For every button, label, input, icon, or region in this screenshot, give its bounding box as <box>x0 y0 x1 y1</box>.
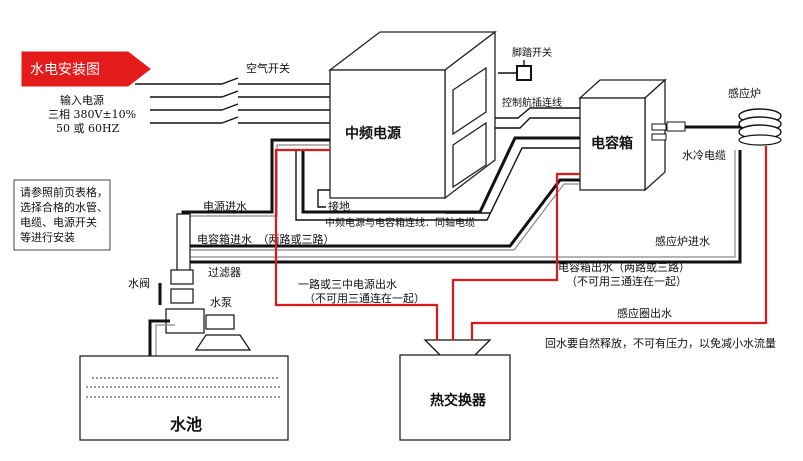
induction-coil-label: 感应炉 <box>728 86 761 100</box>
note-line-4: 等进行安装 <box>20 230 75 244</box>
pool-label: 水池 <box>170 415 202 434</box>
cap-water-in-label: 电容箱进水 （两路或三路） <box>197 232 335 246</box>
water-cooled-cable-label: 水冷电缆 <box>682 149 726 162</box>
heat-exchanger: 热交换器 <box>399 339 511 441</box>
water-pool: 水池 <box>79 355 289 441</box>
note-line-2: 选择合格的水管、 <box>20 200 108 214</box>
mid-freq-power-label: 中频电源 <box>345 125 401 142</box>
capacitor-box-unit: 电容箱 <box>578 78 667 192</box>
power-water-in-label: 电源进水 <box>203 199 247 213</box>
title-banner: 水电安装图 <box>21 51 151 87</box>
ground-label: 接地 <box>328 200 350 213</box>
return-water-note: 回水要自然释放，不可有压力，以免减小水流量 <box>545 336 776 350</box>
cap-water-out-note: （不可用三通连在一起） <box>566 275 687 288</box>
water-return-lines <box>274 146 768 340</box>
title-arrow-shape <box>21 51 151 87</box>
coil-water-in-label: 感应炉进水 <box>655 234 710 248</box>
coil-water-out-label: 感应圈出水 <box>617 306 672 320</box>
foot-switch-box <box>516 65 532 81</box>
induction-coil: 感应炉 <box>728 86 782 146</box>
ground-wire: 接地 <box>317 189 350 213</box>
install-note: 请参照前页表格， 选择合格的水管、 电缆、电源开关 等进行安装 <box>13 179 111 251</box>
heat-exchanger-label: 热交换器 <box>430 392 487 409</box>
valve-label: 水阀 <box>128 276 150 290</box>
foot-switch-label: 脚踏开关 <box>512 46 552 59</box>
foot-switch: 脚踏开关 <box>498 46 552 81</box>
power-input-label: 输入电源 <box>60 93 104 107</box>
cap-connectors <box>651 121 686 141</box>
pump-label: 水泵 <box>210 296 232 309</box>
air-switch-label: 空气开关 <box>246 61 290 75</box>
mid-freq-power-unit: 中频电源 <box>328 30 497 200</box>
power-input-frequency: 50 或 60HZ <box>56 122 120 135</box>
cap-water-out-label: 电容箱出水（两路或三路） <box>558 260 690 274</box>
pump-assembly: 过滤器 水阀 水泵 <box>128 213 252 370</box>
coax-cable-label: 中频电源与电容箱连线：同轴电缆 <box>325 216 475 229</box>
filter-label: 过滤器 <box>208 266 241 279</box>
note-line-1: 请参照前页表格， <box>20 185 108 199</box>
power-water-out-label: 一路或三中电源出水 <box>298 277 397 291</box>
control-line-label: 控制航插连线 <box>502 96 562 109</box>
note-line-3: 电缆、电源开关 <box>20 215 97 229</box>
capacitor-box-label: 电容箱 <box>591 135 633 152</box>
control-and-coax-cables: 中频电源与电容箱连线：同轴电缆 <box>295 107 580 229</box>
power-input-lines <box>135 77 330 124</box>
power-water-out-note: （不可用三通连在一起） <box>304 292 425 305</box>
power-input-voltage: 三相 380V±10% <box>48 108 136 121</box>
title-text: 水电安装图 <box>30 62 100 78</box>
